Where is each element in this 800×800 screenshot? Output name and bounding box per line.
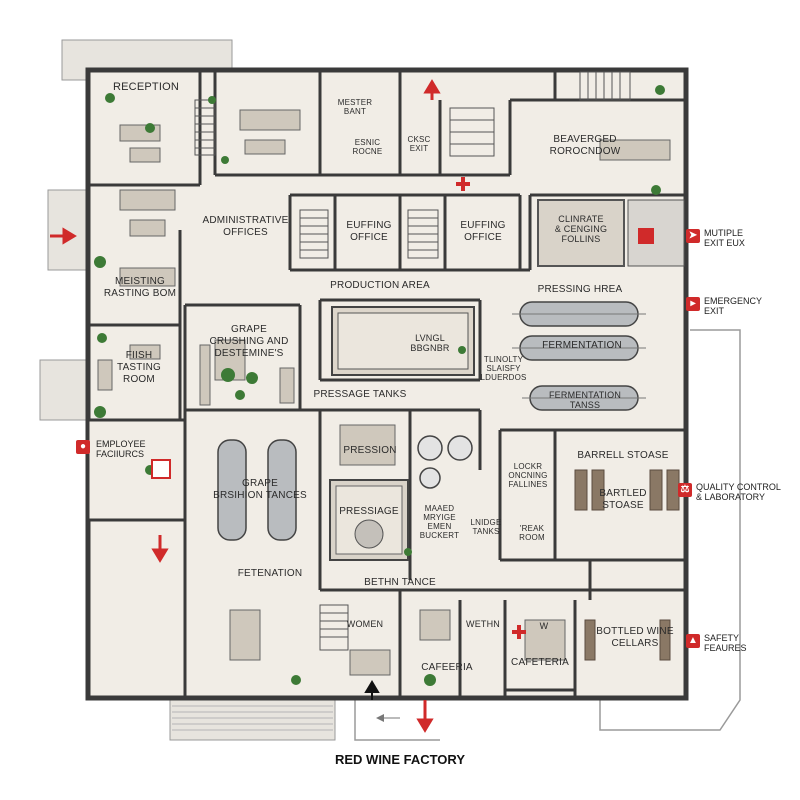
room-label-bottled-wine: BOTTLED WINE CELLARS <box>596 626 674 649</box>
room-label-production-area: PRODUCTION AREA <box>330 280 430 291</box>
lab-icon: ⚖ <box>678 483 692 497</box>
side-label-safety: SAFETY FEAURES <box>704 633 747 653</box>
room-label-finish-tasting: FIISH TASTING ROOM <box>117 350 161 385</box>
room-label-barrell-stoase: BARRELL STOASE <box>577 450 669 461</box>
room-label-clinrate: CLINRATE & CENGING FOLLINS <box>554 214 608 244</box>
room-label-cafeteria-1: CAFEERIA <box>421 662 473 673</box>
room-label-grape-tances: GRAPE BRSIHION TANCES <box>213 478 307 501</box>
room-label-meeting-tasting: MEISTING RASTING BOM <box>103 276 177 299</box>
room-label-bethn-tance: BETHN TANCE <box>364 577 436 588</box>
room-label-euffing-office-1: EUFFING OFFICE <box>346 220 392 243</box>
room-label-women: WOMEN <box>346 619 384 629</box>
room-label-esnic-rocne: ESNIC ROCNE <box>352 138 383 156</box>
room-label-fermentation-tanks: FERMENTATION TANSS <box>548 390 622 410</box>
room-label-euffing-office-2: EUFFING OFFICE <box>460 220 506 243</box>
people-icon: ● <box>76 440 90 454</box>
room-label-lnidge-tanks: LNIDGE TANKS <box>470 518 502 536</box>
room-label-bartled-stoase: BARTLED STOASE <box>599 488 647 511</box>
room-label-fermentation-a: FERMENTATION <box>542 340 622 351</box>
room-label-pression: PRESSION <box>343 445 397 456</box>
room-label-pressing-hrea: PRESSING HREA <box>537 284 623 295</box>
diagram-title: RED WINE FACTORY <box>334 752 465 767</box>
room-label-reception: RECEPTION <box>113 81 179 93</box>
room-label-pressage-tanks: PRESSAGE TANKS <box>313 389 407 400</box>
room-label-tlinolty: TLINOLTY SLAISFY LDUERDOS <box>480 355 527 382</box>
room-label-pressiage: PRESSIAGE <box>339 506 399 517</box>
room-label-fetenation: FETENATION <box>237 568 303 579</box>
room-label-lockr: LOCKR ONCNING FALLINES <box>508 462 548 489</box>
room-label-grape-crushing: GRAPE CRUSHING AND DESTEMINE'S <box>209 324 289 359</box>
room-label-beaverged: BEAVERGED ROROCNDOW <box>549 134 621 157</box>
room-label-wethn: WETHN <box>466 619 500 629</box>
room-label-lvngl: LVNGL BBGNBR <box>410 333 450 353</box>
exit-person-icon: ➤ <box>686 229 700 243</box>
room-label-wm: W <box>539 621 549 631</box>
room-label-reak-room: 'REAK ROOM <box>519 524 545 542</box>
room-label-cafeteria-2: CAFETERIA <box>511 657 569 668</box>
emergency-exit-icon: ▸ <box>686 297 700 311</box>
side-label-emergency-exit: EMERGENCY EXIT <box>704 296 763 316</box>
room-label-maaed: MAAED MRYIGE EMEN BUCKERT <box>419 504 460 540</box>
side-label-multiple-exit: MUTIPLE EXIT EUX <box>704 228 745 248</box>
room-label-mester-bant: MESTER BANT <box>337 98 373 116</box>
side-label-quality-control: QUALITY CONTROL & LABORATORY <box>696 482 781 502</box>
room-label-admin-offices: ADMINISTRATIVE OFFICES <box>202 215 289 238</box>
room-label-cksc-exit: CKSC EXIT <box>407 135 431 153</box>
side-label-employee-facilities: EMPLOYEE FACIIURCS <box>96 439 146 459</box>
fire-extinguisher-icon: ▲ <box>686 634 700 648</box>
